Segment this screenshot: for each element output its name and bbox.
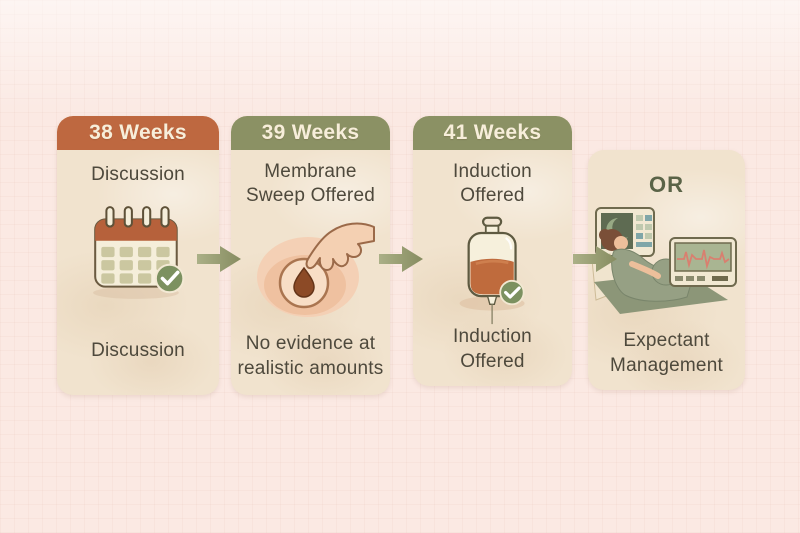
card-39-weeks-bottom-text: No evidence at realistic amounts [237,333,384,379]
calendar-check-icon [85,203,191,301]
membrane-sweep-icon [247,213,375,325]
flow-arrow-icon [573,246,617,272]
or-label: OR [649,172,684,197]
card-expectant-management: OR [588,150,745,390]
card-41-weeks-top-text: Induction Offered [453,161,532,207]
iv-drip-check-icon [443,215,543,325]
card-38-weeks-header: 38 Weeks [57,116,219,150]
card-41-weeks-bottom-text: Induction Offered [453,326,532,372]
card-41-weeks-header: 41 Weeks [413,116,572,150]
card-38-weeks-top-text: Discussion [91,164,185,185]
card-41-weeks: 41 Weeks Induction Offered Induction Off… [413,116,572,386]
card-38-weeks: 38 Weeks Discussion Discussion [57,116,219,395]
card-39-weeks: 39 Weeks Membrane Sweep Offered No evide… [231,116,390,395]
pregnant-woman-monitoring-illustration [591,202,742,314]
card-39-weeks-top-text: Membrane Sweep Offered [246,161,375,207]
flow-arrow-icon [197,246,241,272]
flow-arrow-icon [379,246,423,272]
card-expectant-bottom-text: Expectant Management [610,330,723,376]
card-38-weeks-bottom-text: Discussion [91,339,185,361]
card-39-weeks-header: 39 Weeks [231,116,390,150]
